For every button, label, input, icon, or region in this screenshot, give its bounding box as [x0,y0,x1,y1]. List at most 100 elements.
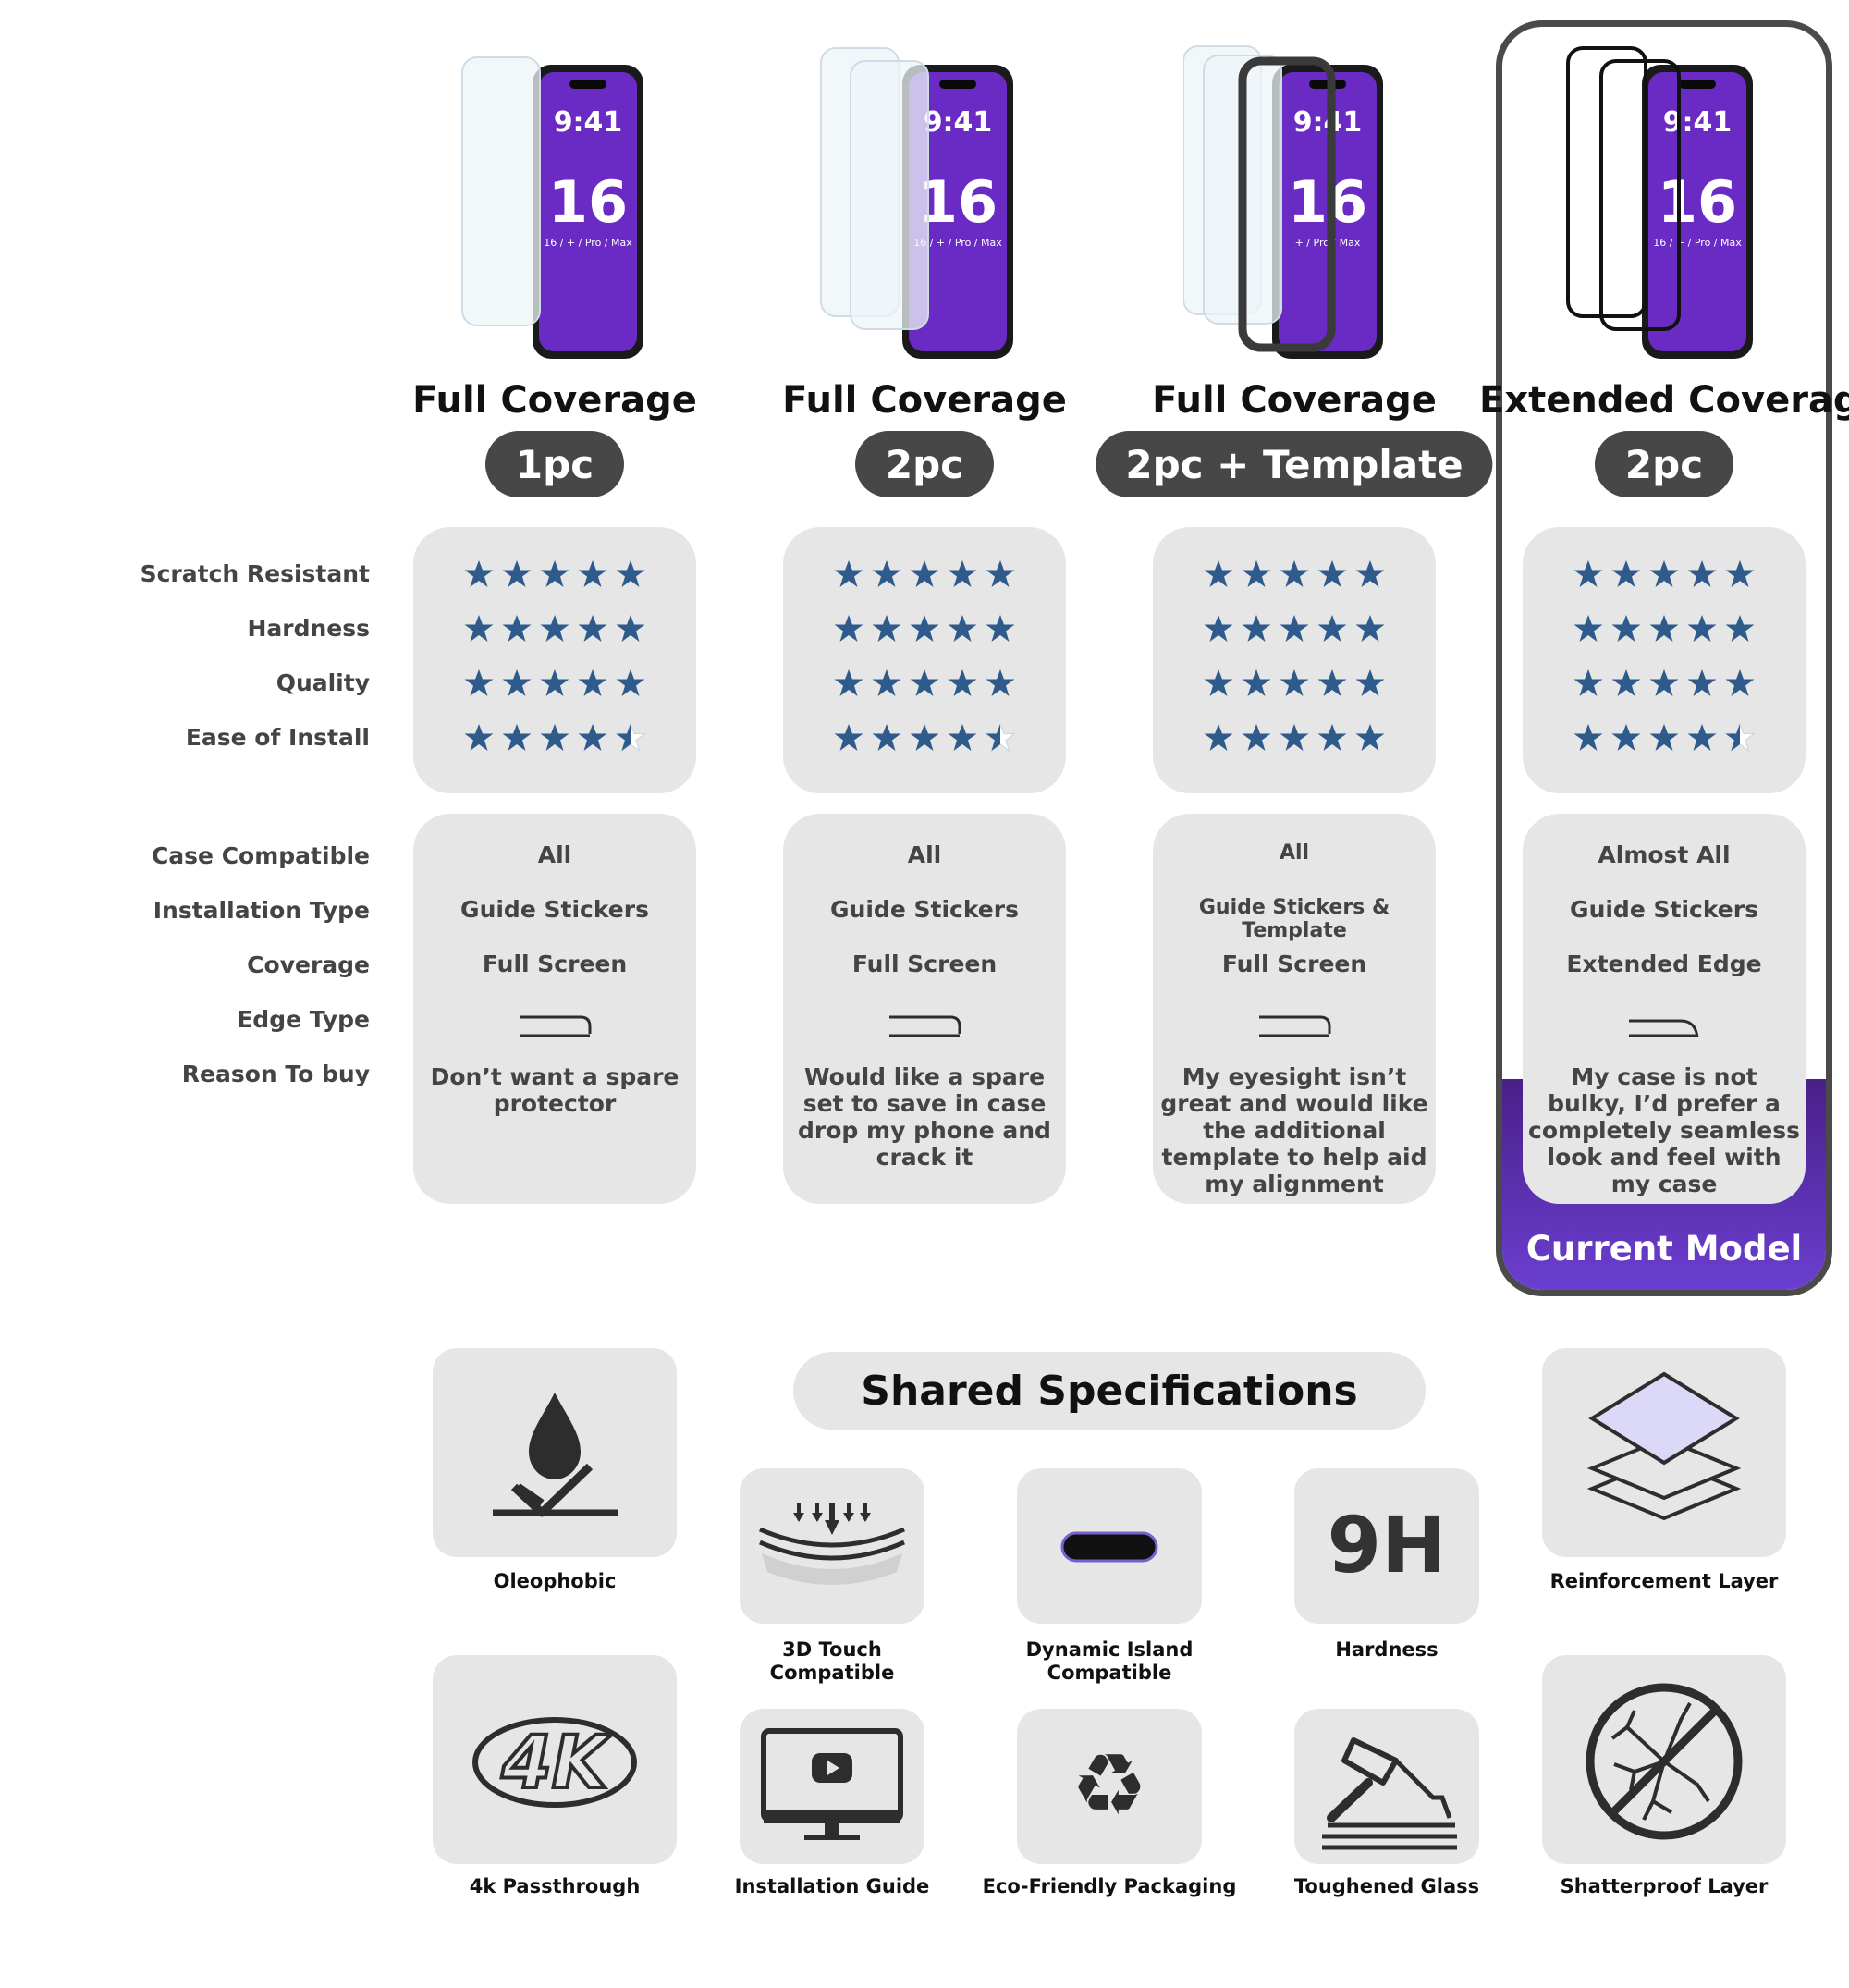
star-icon [872,724,901,751]
flat-edge-icon [889,1015,961,1037]
passthrough-label: 4k Passthrough [469,1875,641,1897]
star-icon [1687,724,1717,751]
recycle-icon: ♻ [1071,1736,1148,1835]
variant-pill: 1pc [485,431,624,497]
shared-specifications-title: Shared Specifications [793,1352,1426,1430]
star-icon [1725,669,1755,696]
half-star-icon [615,722,646,753]
star-rating-row [413,558,696,590]
star-icon [1687,615,1717,642]
island-tile [1017,1468,1202,1624]
star-icon [910,724,939,751]
details-panel: Almost All Guide Stickers Extended Edge … [1523,814,1806,1204]
product-title: Full Coverage [412,379,697,422]
star-icon [540,615,569,642]
star-icon [578,724,607,751]
star-icon [1725,615,1755,642]
star-icon [464,669,494,696]
star-icon [1317,724,1347,751]
3d-touch-icon [759,1503,905,1585]
star-icon [578,615,607,642]
star-rating-row [783,613,1066,644]
star-icon [502,615,532,642]
star-icon [872,615,901,642]
product-column-2: 9:41 16 16 / + / Pro / Max Full Coverage… [740,0,1109,1304]
star-icon [986,669,1015,696]
star-icon [1355,615,1385,642]
star-icon [910,669,939,696]
star-icon [1242,724,1271,751]
star-icon [464,615,494,642]
star-rating-row [1523,668,1806,699]
nine-h-icon: 9H [1327,1500,1447,1590]
details-panel: All Guide Stickers Full Screen Would lik… [783,814,1066,1204]
star-icon [1280,669,1309,696]
star-icon [910,615,939,642]
guide-label: Installation Guide [734,1875,930,1897]
star-icon [1204,615,1233,642]
star-icon [540,669,569,696]
case-compatible-value: Almost All [1598,841,1731,868]
star-icon [1242,615,1271,642]
hammer-icon [1322,1737,1457,1850]
star-icon [834,560,863,587]
label-installation-type: Installation Type [153,897,370,924]
svg-text:9:41: 9:41 [554,106,623,139]
svg-text:9:41: 9:41 [924,106,993,139]
star-icon [1611,615,1641,642]
star-icon [986,615,1015,642]
reason-to-buy-value: Don’t want a spare protector [430,1063,680,1117]
ratings-panel [1153,527,1436,793]
product-title: Full Coverage [782,379,1067,422]
case-compatible-value: All [1279,841,1310,865]
coverage-value: Full Screen [851,951,998,977]
svg-text:16: 16 [548,168,628,236]
installation-type-value: Guide Stickers [830,896,1019,923]
star-icon [1573,560,1603,587]
island-label: Dynamic Island Compatible [1025,1638,1194,1684]
star-icon [1204,724,1233,751]
eco-tile: ♻ [1017,1709,1202,1864]
star-rating-row [783,722,1066,754]
reason-to-buy-value: Would like a spare set to save in case d… [798,1063,1051,1171]
star-icon [578,669,607,696]
hardness-tile: 9H [1294,1468,1479,1624]
4k-icon [472,1717,637,1808]
star-icon [1242,669,1271,696]
star-rating-row [783,668,1066,699]
star-icon [1204,560,1233,587]
phone-product-image: 9:41 16 16 / + / Pro / Max [461,56,643,359]
star-icon [1725,560,1755,587]
label-reason-to-buy: Reason To buy [181,1061,370,1087]
star-icon [910,560,939,587]
case-compatible-value: All [537,841,572,868]
label-edge-type: Edge Type [237,1006,370,1033]
monitor-play-icon [761,1728,903,1840]
star-rating-row [1523,558,1806,590]
label-scratch-resistant: Scratch Resistant [140,560,370,587]
label-coverage: Coverage [247,951,370,978]
star-icon [1280,560,1309,587]
star-icon [834,724,863,751]
star-icon [1242,560,1271,587]
star-rating-row [413,722,696,754]
coverage-value: Full Screen [1221,951,1367,977]
shatterproof-icon [1586,1683,1743,1840]
label-hardness: Hardness [247,615,370,642]
star-icon [464,724,494,751]
svg-text:16: 16 [918,168,998,236]
star-icon [1573,724,1603,751]
star-icon [616,615,645,642]
star-rating-row [1523,722,1806,754]
star-icon [502,669,532,696]
star-icon [1317,615,1347,642]
star-icon [1280,615,1309,642]
star-icon [872,669,901,696]
coverage-value: Extended Edge [1566,951,1762,977]
star-rating-row [413,668,696,699]
star-icon [948,560,977,587]
phone-product-image: 9:41 16 16 / + / Pro / Max [1566,46,1753,359]
touch-label: 3D Touch Compatible [769,1638,895,1684]
star-rating-row [1523,613,1806,644]
svg-text:16 / + / Pro / Max: 16 / + / Pro / Max [544,237,632,249]
